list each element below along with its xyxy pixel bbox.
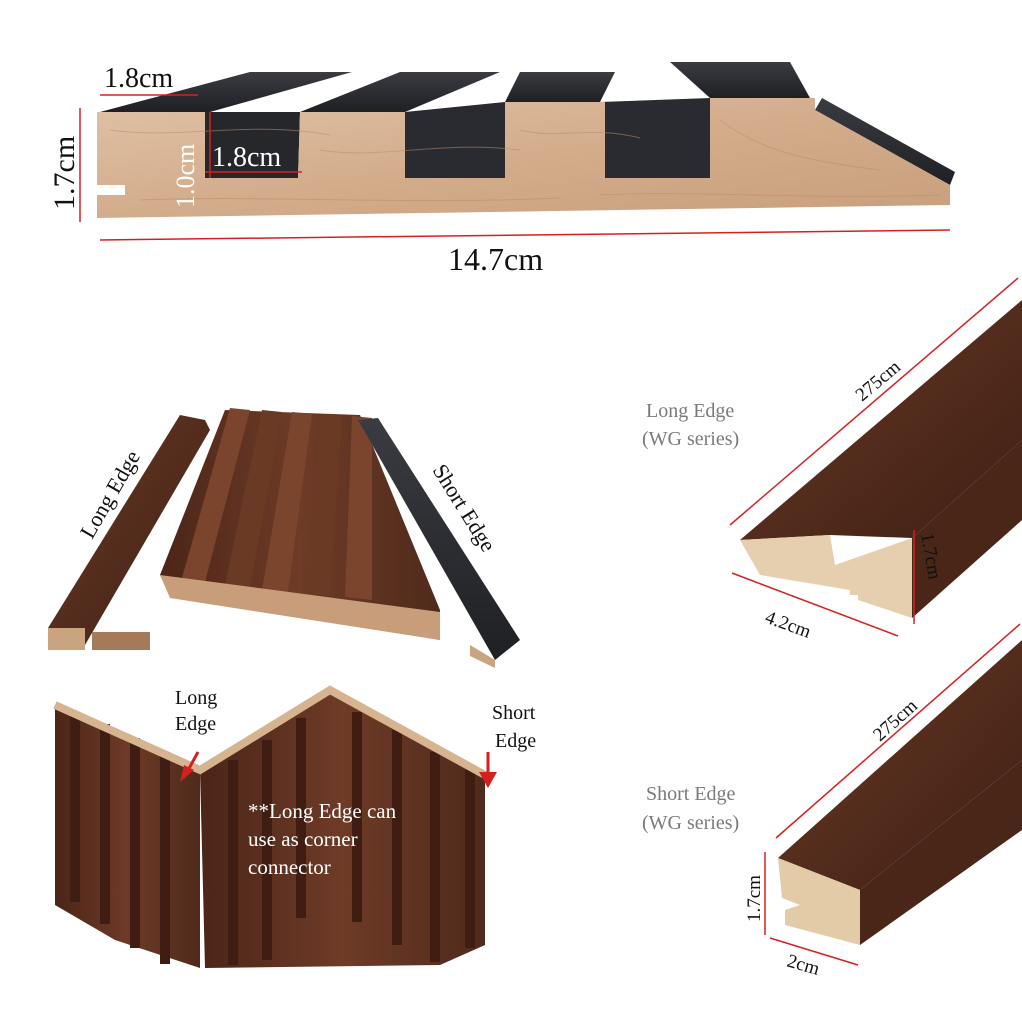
corner-short-edge-label-1: Short <box>492 702 536 724</box>
corner-long-edge-label-2: Edge <box>175 713 216 735</box>
long-edge-title-2: (WG series) <box>642 428 739 450</box>
panel-assembly: Long Edge Short Edge <box>48 408 520 668</box>
long-edge-trim-notch <box>92 632 150 650</box>
long-edge-width-line <box>731 572 899 637</box>
dim-line-total-width <box>99 229 951 241</box>
profile-grain <box>109 119 941 202</box>
short-edge-title-1: Short Edge <box>646 783 736 805</box>
short-edge-width-line <box>769 937 859 966</box>
panel-bottom-edge <box>160 575 440 640</box>
short-edge-length-line <box>775 623 1021 839</box>
profile-top-face-1 <box>100 72 352 112</box>
profile-top-face-3 <box>505 72 615 102</box>
corner-right-flutes <box>228 712 475 965</box>
groove-width-label: 1.8cm <box>212 142 281 173</box>
long-edge-product-end <box>740 535 912 618</box>
corner-top-edge <box>53 685 487 779</box>
short-edge-arrow-head <box>479 772 497 788</box>
short-edge-product-top <box>778 640 1022 890</box>
panel-flutes <box>182 408 372 600</box>
corner-long-edge-label-1: Long <box>175 687 217 709</box>
short-edge-width-label: 2cm <box>785 951 822 980</box>
long-edge-product: Long Edge (WG series) 275cm 4.2cm 1.7cm <box>642 277 1022 643</box>
profile-groove-3 <box>600 98 710 178</box>
short-edge-height-label: 1.7cm <box>744 875 765 922</box>
long-edge-title-1: Long Edge <box>646 400 734 422</box>
long-edge-arrow-head <box>180 765 194 782</box>
short-edge-product: Short Edge (WG series) 275cm 1.7cm 2cm <box>642 623 1022 980</box>
long-edge-trim <box>48 415 210 645</box>
profile-top-face-4 <box>670 62 810 98</box>
corner-left-flutes <box>70 712 170 964</box>
long-edge-length-line <box>729 277 1019 526</box>
long-edge-width-label: 4.2cm <box>762 607 814 643</box>
corner-assembly: Long Edge Short Edge **Long Edge can use… <box>53 685 536 968</box>
long-edge-product-side <box>912 440 1022 618</box>
short-edge-trim <box>358 418 520 660</box>
profile-groove-1 <box>205 112 300 178</box>
top-width-label: 1.8cm <box>104 63 173 94</box>
short-edge-product-end <box>778 858 860 945</box>
profile-top-face-5 <box>815 98 955 185</box>
total-width-label: 14.7cm <box>448 241 543 277</box>
profile-top-face-2 <box>300 72 500 112</box>
height-label: 1.7cm <box>48 136 81 210</box>
groove-depth-label: 1.0cm <box>171 144 200 208</box>
short-edge-trim-end <box>470 645 495 668</box>
long-edge-trim-end <box>48 628 85 650</box>
profile-end-face <box>97 98 950 218</box>
corner-note-line-3: connector <box>248 855 331 879</box>
corner-short-edge-label-2: Edge <box>495 730 536 752</box>
long-edge-product-top <box>740 300 1022 540</box>
corner-note-line-1: **Long Edge can <box>248 799 397 823</box>
profile-section: 1.8cm 1.7cm 1.0cm 1.8cm 14.7cm <box>48 62 955 277</box>
profile-groove-2 <box>405 102 505 178</box>
short-edge-title-2: (WG series) <box>642 812 739 834</box>
corner-note-line-2: use as corner <box>248 827 358 851</box>
short-edge-product-side <box>860 760 1022 945</box>
